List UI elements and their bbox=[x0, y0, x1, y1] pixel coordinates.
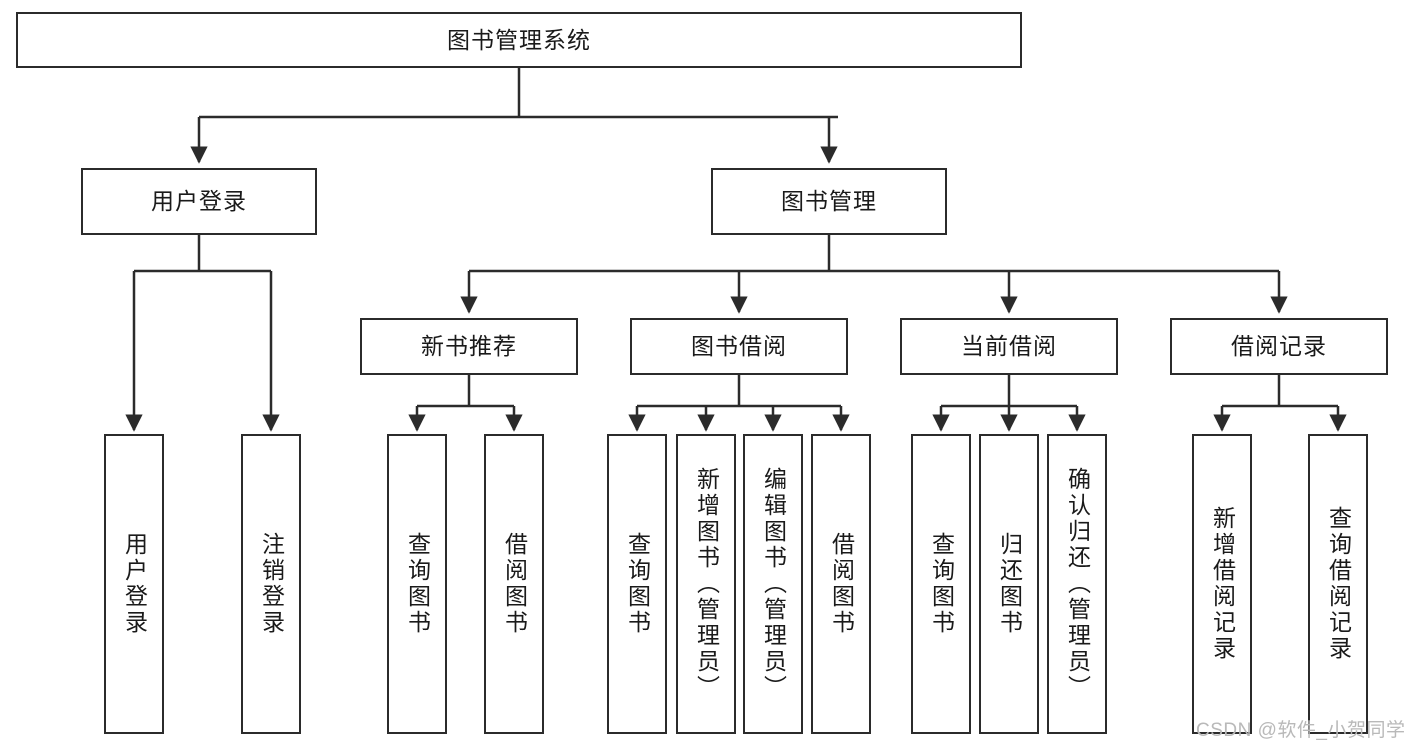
node-new-book-recommendation[interactable]: 新书推荐 bbox=[360, 318, 578, 375]
leaf-user-logout[interactable]: 注销登录 bbox=[241, 434, 301, 734]
leaf-user-login[interactable]: 用户登录 bbox=[104, 434, 164, 734]
leaf-borrow-query-book-label: 查询图书 bbox=[624, 532, 651, 636]
node-book-management-label: 图书管理 bbox=[781, 188, 877, 215]
leaf-record-add[interactable]: 新增借阅记录 bbox=[1192, 434, 1252, 734]
leaf-borrow-query-book[interactable]: 查询图书 bbox=[607, 434, 667, 734]
node-new-book-recommendation-label: 新书推荐 bbox=[421, 333, 517, 360]
leaf-borrow-add-book-label: 新增图书（管理员） bbox=[693, 467, 720, 701]
node-book-management[interactable]: 图书管理 bbox=[711, 168, 947, 235]
leaf-rec-borrow-book-label: 借阅图书 bbox=[501, 532, 528, 636]
node-current-borrowing[interactable]: 当前借阅 bbox=[900, 318, 1118, 375]
leaf-rec-query-book-label: 查询图书 bbox=[404, 532, 431, 636]
leaf-record-query-label: 查询借阅记录 bbox=[1325, 506, 1352, 662]
leaf-current-confirm-return-label: 确认归还（管理员） bbox=[1064, 467, 1091, 701]
leaf-current-return-book-label: 归还图书 bbox=[996, 532, 1023, 636]
node-current-borrowing-label: 当前借阅 bbox=[961, 333, 1057, 360]
leaf-record-add-label: 新增借阅记录 bbox=[1209, 506, 1236, 662]
leaf-current-confirm-return[interactable]: 确认归还（管理员） bbox=[1047, 434, 1107, 734]
node-user-login[interactable]: 用户登录 bbox=[81, 168, 317, 235]
leaf-borrow-edit-book[interactable]: 编辑图书（管理员） bbox=[743, 434, 803, 734]
node-book-borrowing[interactable]: 图书借阅 bbox=[630, 318, 848, 375]
leaf-record-query[interactable]: 查询借阅记录 bbox=[1308, 434, 1368, 734]
leaf-current-return-book[interactable]: 归还图书 bbox=[979, 434, 1039, 734]
leaf-borrow-add-book[interactable]: 新增图书（管理员） bbox=[676, 434, 736, 734]
leaf-rec-borrow-book[interactable]: 借阅图书 bbox=[484, 434, 544, 734]
leaf-borrow-borrow-book[interactable]: 借阅图书 bbox=[811, 434, 871, 734]
node-user-login-label: 用户登录 bbox=[151, 188, 247, 215]
node-borrowing-record[interactable]: 借阅记录 bbox=[1170, 318, 1388, 375]
leaf-rec-query-book[interactable]: 查询图书 bbox=[387, 434, 447, 734]
leaf-borrow-edit-book-label: 编辑图书（管理员） bbox=[760, 467, 787, 701]
leaf-user-login-label: 用户登录 bbox=[121, 532, 148, 636]
leaf-user-logout-label: 注销登录 bbox=[258, 532, 285, 636]
node-root[interactable]: 图书管理系统 bbox=[16, 12, 1022, 68]
leaf-current-query-book[interactable]: 查询图书 bbox=[911, 434, 971, 734]
leaf-borrow-borrow-book-label: 借阅图书 bbox=[828, 532, 855, 636]
watermark: CSDN @软件_小贺同学 bbox=[1196, 720, 1405, 741]
node-root-label: 图书管理系统 bbox=[447, 26, 591, 53]
node-borrowing-record-label: 借阅记录 bbox=[1231, 333, 1327, 360]
node-book-borrowing-label: 图书借阅 bbox=[691, 333, 787, 360]
leaf-current-query-book-label: 查询图书 bbox=[928, 532, 955, 636]
